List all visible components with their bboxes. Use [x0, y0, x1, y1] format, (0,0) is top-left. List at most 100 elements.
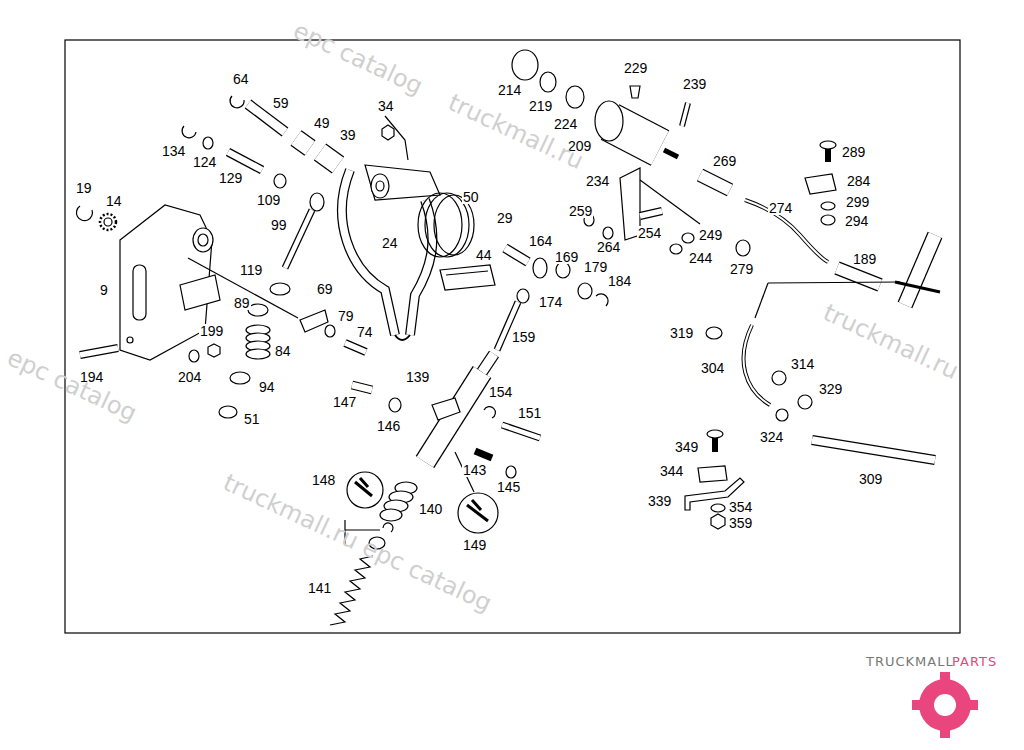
pins	[100, 214, 116, 230]
callout-number: 224	[553, 117, 578, 131]
fluid-reservoir	[566, 86, 584, 108]
callout-number: 344	[659, 464, 684, 478]
pipe-fittings	[772, 371, 786, 385]
master-cylinder	[502, 425, 540, 438]
pedal-bracket	[193, 228, 213, 252]
clutch-pedal	[365, 165, 440, 200]
callout-number: 154	[488, 385, 513, 399]
fluid-reservoir	[512, 50, 538, 80]
small-parts	[300, 310, 328, 332]
logo-text: PARTS	[952, 655, 997, 668]
pedal-bracket	[180, 275, 220, 310]
master-cylinder	[505, 248, 528, 262]
pins	[203, 137, 213, 149]
callout-number: 284	[846, 174, 871, 188]
master-cylinder	[330, 248, 608, 625]
small-parts	[246, 349, 270, 359]
callout-number: 69	[316, 282, 334, 296]
push-rod	[310, 193, 324, 211]
pipe-fittings	[685, 141, 836, 529]
fluid-reservoir	[682, 233, 694, 243]
master-cylinder	[475, 451, 492, 458]
hydraulic-pipes	[812, 440, 935, 460]
logo-gear	[912, 672, 978, 738]
pedal-bracket	[198, 234, 208, 246]
fluid-reservoir	[664, 150, 678, 157]
callout-number: 184	[607, 274, 632, 288]
clutch-pedal	[376, 181, 384, 191]
callout-number: 74	[356, 325, 374, 339]
clutch-pedal	[395, 335, 410, 340]
callout-number: 314	[790, 357, 815, 371]
frame	[65, 40, 960, 633]
callout-number: 14	[105, 194, 123, 208]
fluid-reservoir	[640, 211, 662, 216]
master-cylinder	[502, 425, 540, 438]
callout-number: 145	[496, 480, 521, 494]
callout-number: 319	[669, 326, 694, 340]
fluid-reservoir	[603, 227, 613, 239]
callout-number: 254	[637, 226, 662, 240]
master-cylinder	[352, 385, 372, 390]
callout-number: 134	[161, 144, 186, 158]
logo-gear	[940, 672, 950, 682]
hydraulic-pipes	[812, 440, 935, 460]
master-cylinder	[425, 372, 482, 462]
master-cylinder	[355, 478, 372, 496]
pins	[382, 125, 394, 140]
fluid-reservoir	[630, 86, 640, 98]
callout-number: 148	[311, 473, 336, 487]
hydraulic-pipes	[745, 200, 828, 262]
push-rod	[285, 210, 312, 268]
logo-gear	[912, 700, 922, 710]
callout-number: 129	[218, 171, 243, 185]
hydraulic-pipes	[905, 235, 935, 305]
callout-number: 309	[858, 472, 883, 486]
callout-number: 79	[337, 309, 355, 323]
pins	[182, 126, 196, 138]
hydraulic-pipes	[895, 282, 940, 292]
master-cylinder	[517, 289, 529, 303]
callout-number: 89	[233, 296, 251, 310]
pins	[296, 138, 310, 148]
callout-number: 143	[462, 463, 487, 477]
master-cylinder	[347, 472, 383, 508]
leader-lines	[640, 180, 700, 224]
callout-number: 159	[511, 330, 536, 344]
callout-number: 140	[418, 502, 443, 516]
callout-number: 354	[728, 500, 753, 514]
master-cylinder	[556, 262, 570, 278]
callout-number: 174	[538, 295, 563, 309]
callout-number: 94	[258, 380, 276, 394]
callout-number: 239	[682, 77, 707, 91]
master-cylinder	[596, 294, 608, 306]
callout-number: 259	[568, 204, 593, 218]
pipe-fittings	[698, 466, 727, 482]
fluid-reservoir	[700, 175, 730, 190]
small-parts	[80, 348, 118, 355]
callout-number: 84	[274, 344, 292, 358]
callout-number: 139	[405, 370, 430, 384]
callout-number: 299	[845, 195, 870, 209]
pipe-fittings	[821, 202, 835, 210]
callout-number: 199	[199, 324, 224, 338]
clutch-pedal	[410, 200, 432, 335]
hydraulic-pipes	[768, 282, 900, 283]
leader-lines	[385, 116, 408, 160]
pipe-fittings	[711, 504, 725, 512]
small-parts	[80, 348, 118, 355]
master-cylinder	[432, 398, 460, 420]
fluid-reservoir	[682, 103, 688, 126]
callout-number: 304	[700, 361, 725, 375]
callout-number: 124	[192, 155, 217, 169]
master-cylinder	[425, 372, 482, 462]
fluid-reservoir	[640, 211, 662, 216]
pipe-fittings	[805, 174, 836, 194]
callout-number: 49	[313, 116, 331, 130]
master-cylinder	[533, 258, 547, 278]
watermark: truckmall.ru	[445, 90, 587, 173]
callout-number: 349	[674, 440, 699, 454]
callout-number: 214	[497, 83, 522, 97]
callout-number: 64	[232, 72, 250, 86]
